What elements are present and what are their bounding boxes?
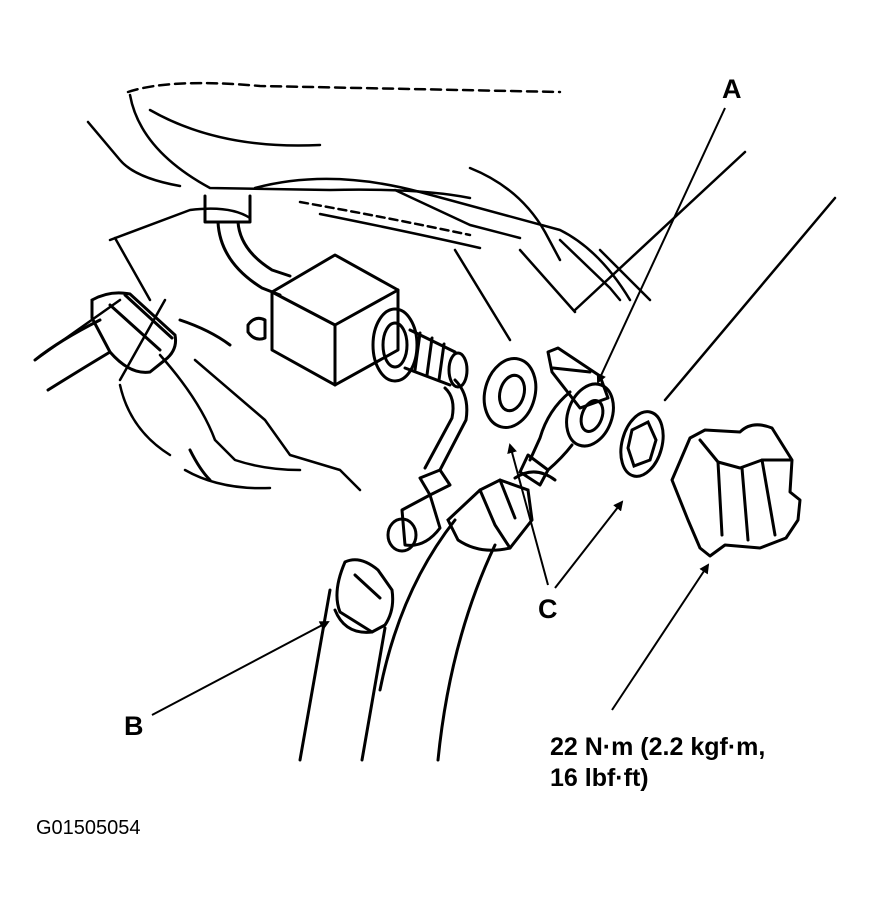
background-structure: [33, 81, 837, 492]
sealing-washer-c-right: [619, 410, 665, 478]
pressure-hose-fitting: [203, 194, 469, 553]
hose-clamp-b: [298, 558, 395, 762]
torque-spec: 22 N·m (2.2 kgf·m, 16 lbf·ft): [550, 732, 765, 795]
leader-lines: [151, 107, 726, 716]
rubber-hose-left: [33, 291, 232, 482]
leader-c-left: [507, 443, 549, 586]
banjo-bolt: [670, 423, 802, 558]
leader-a: [596, 107, 726, 384]
callout-b-label: B: [124, 711, 144, 741]
figure-id: G01505054: [36, 817, 141, 839]
banjo-bolt-fitting-a: [518, 346, 615, 487]
sealing-washer-c-left: [482, 357, 538, 429]
leader-b: [151, 621, 330, 716]
leader-torque: [611, 563, 710, 711]
callout-a-label: A: [722, 74, 742, 104]
leader-c-right: [554, 500, 624, 589]
torque-spec-line-2: 16 lbf·ft): [550, 764, 649, 793]
callout-c-label: C: [538, 594, 558, 624]
rubber-hose-right: [378, 470, 557, 762]
torque-spec-line-1: 22 N·m (2.2 kgf·m,: [550, 733, 766, 761]
